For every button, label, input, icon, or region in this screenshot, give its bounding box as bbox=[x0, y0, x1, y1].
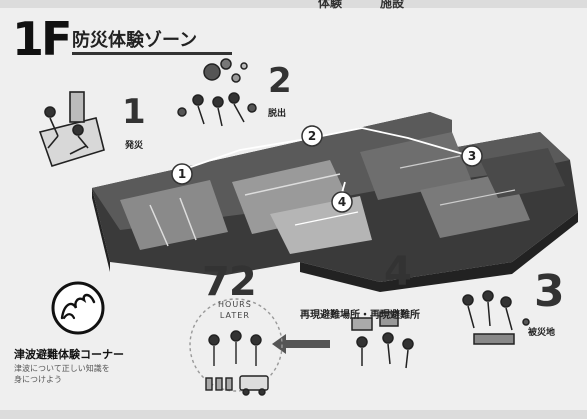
scene-4-figures bbox=[351, 311, 414, 369]
tsunami-desc-line-2: 身につけよう bbox=[14, 375, 62, 384]
scene-3-figures bbox=[462, 290, 530, 345]
tsunami-corner-desc: 津波について正しい知識を 身につけよう bbox=[14, 363, 124, 385]
later-label: LATER bbox=[219, 311, 250, 320]
scene-72h-figures bbox=[189, 298, 283, 396]
map-marker-3-label: 3 bbox=[468, 149, 476, 163]
floor-label: 1F bbox=[12, 12, 72, 66]
flow-arrow bbox=[272, 334, 330, 354]
map-marker-1 bbox=[171, 163, 193, 185]
header-fragment-1: 体験 bbox=[318, 0, 343, 10]
step-1-label: 発災 bbox=[125, 141, 144, 151]
step-2-label: 脱出 bbox=[268, 109, 287, 119]
step-4-label: 再現避難場所・再現避難所 bbox=[300, 310, 420, 321]
map-marker-2-label: 2 bbox=[308, 129, 316, 143]
map-marker-3 bbox=[461, 145, 483, 167]
title-underline bbox=[72, 52, 232, 55]
map-marker-2 bbox=[301, 125, 323, 147]
top-clipped-header: 体験 施設 bbox=[0, 0, 587, 10]
map-marker-1-label: 1 bbox=[178, 167, 186, 181]
hours-label: HOURS bbox=[218, 300, 252, 309]
later-number: 72 bbox=[202, 259, 257, 305]
scene-2-figures bbox=[177, 58, 257, 127]
step-3-number: 3 bbox=[534, 266, 565, 317]
map-marker-4 bbox=[331, 191, 353, 213]
map-marker-4-label: 4 bbox=[338, 195, 346, 209]
step-1-number: 1 bbox=[122, 92, 146, 132]
header-fragment-2: 施設 bbox=[380, 0, 405, 10]
step-4-number: 4 bbox=[384, 249, 412, 295]
tsunami-corner-title: 津波避難体験コーナー bbox=[14, 348, 124, 361]
tsunami-desc-line-1: 津波について正しい知識を bbox=[14, 364, 110, 373]
hours-later-label: HOURS LATER bbox=[218, 299, 252, 321]
bottom-edge bbox=[0, 410, 587, 419]
scene-1-figures bbox=[38, 91, 105, 167]
zone-title: 防災体験ゾーン bbox=[72, 30, 198, 51]
tsunami-wave-icon bbox=[51, 281, 105, 335]
step-2-number: 2 bbox=[268, 61, 292, 101]
step-3-label: 被災地 bbox=[528, 328, 556, 338]
